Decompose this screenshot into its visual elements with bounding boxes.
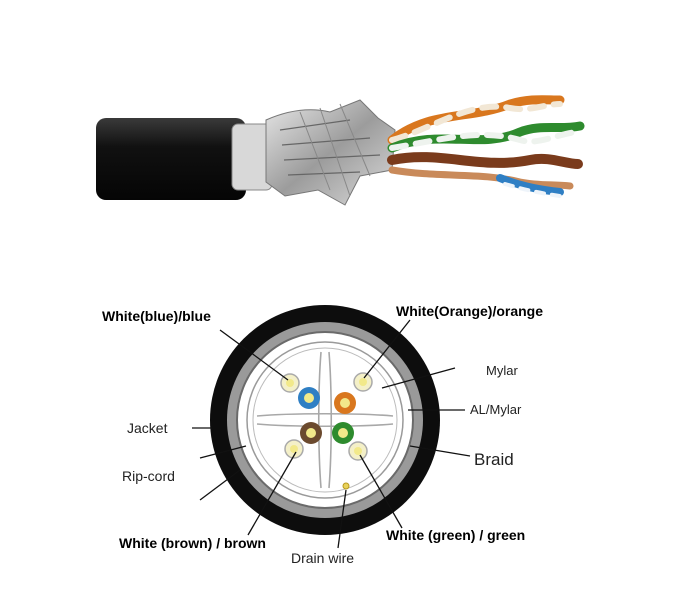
wire-white-brown xyxy=(284,439,304,459)
cable-photo xyxy=(96,95,585,206)
wire-white-orange xyxy=(353,372,373,392)
label-white-green: White (green) / green xyxy=(386,527,525,543)
wire-green xyxy=(332,422,354,444)
labels: White(blue)/blue White(Orange)/orange My… xyxy=(102,303,543,566)
leader-lines xyxy=(192,319,471,549)
label-jacket: Jacket xyxy=(127,420,168,436)
label-white-brown: White (brown) / brown xyxy=(119,535,266,551)
label-braid: Braid xyxy=(474,450,514,469)
drain-wire-dot xyxy=(342,482,350,490)
label-mylar: Mylar xyxy=(486,363,518,378)
wire-blue xyxy=(298,387,320,409)
label-al-mylar: AL/Mylar xyxy=(470,402,522,417)
wire-white-green xyxy=(348,441,368,461)
cross-separator xyxy=(256,351,394,489)
wire-orange xyxy=(334,392,356,414)
label-white-orange: White(Orange)/orange xyxy=(396,303,543,319)
cable-twisted-pairs xyxy=(387,95,585,198)
label-drain-wire: Drain wire xyxy=(291,550,354,566)
label-white-blue: White(blue)/blue xyxy=(102,308,211,324)
cable-braid-shield xyxy=(265,99,396,206)
cross-section xyxy=(210,305,440,535)
wire-brown xyxy=(300,422,322,444)
label-rip-cord: Rip-cord xyxy=(122,468,175,484)
cable-jacket xyxy=(96,118,246,200)
